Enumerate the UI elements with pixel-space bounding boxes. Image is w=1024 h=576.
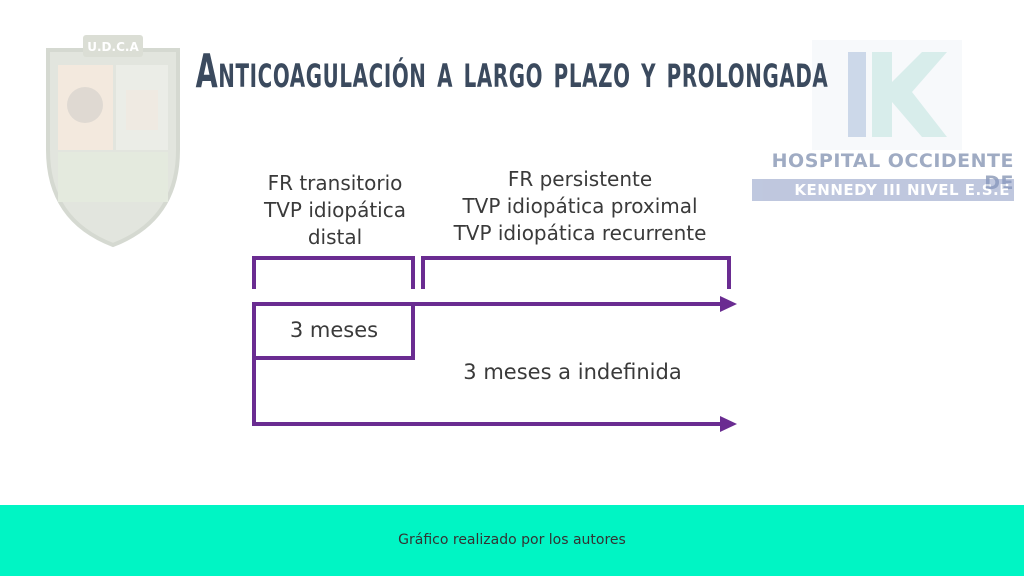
long-group-line-1: FR persistente	[507, 167, 653, 191]
short-group-line-2: TVP idiopática	[264, 198, 406, 222]
short-group-bracket	[252, 256, 415, 289]
long-group-bracket	[421, 256, 731, 289]
short-group-line-3: distal	[307, 225, 363, 249]
long-duration-label: 3 meses a indefinida	[463, 360, 682, 384]
footer-bar	[0, 505, 1024, 576]
page-title: Anticoagulación a largo plazo y prolonga…	[195, 44, 829, 98]
long-group-label: FR persistente TVP idiopática proximal T…	[420, 166, 740, 247]
short-group-label: FR transitorio TVP idiopática distal	[240, 170, 430, 251]
short-duration-label: 3 meses	[289, 318, 379, 342]
bottom-arrowhead	[720, 416, 737, 432]
long-duration-arrow	[252, 356, 726, 426]
long-group-line-2: TVP idiopática proximal	[462, 194, 698, 218]
university-crest-watermark: U.D.C.A	[46, 35, 180, 248]
university-crest-text: U.D.C.A	[87, 40, 139, 54]
hospital-logo-watermark	[812, 40, 962, 150]
short-group-line-1: FR transitorio	[267, 171, 403, 195]
hospital-name-line2: KENNEDY III NIVEL E.S.E	[752, 179, 1014, 201]
top-arrowhead	[720, 296, 737, 312]
long-group-line-3: TVP idiopática recurrente	[453, 221, 707, 245]
short-duration-box	[252, 302, 415, 360]
footer-caption: Gráfico realizado por los autores	[398, 532, 626, 548]
